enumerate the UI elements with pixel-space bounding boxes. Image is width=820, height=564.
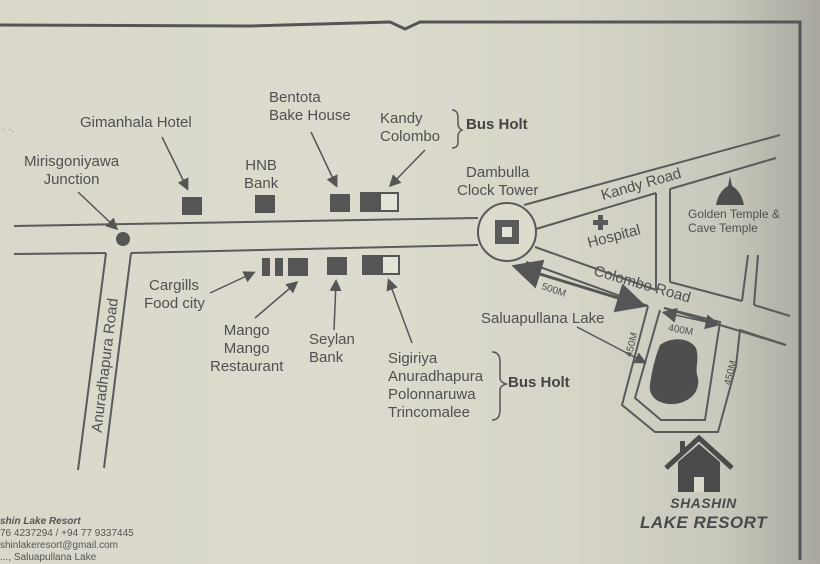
label-mirisgoniyawa: Mirisgoniyawa Junction xyxy=(24,153,119,189)
label-seylan-bank: Seylan Bank xyxy=(309,331,355,367)
main-road xyxy=(13,217,479,255)
brace-bottom xyxy=(491,351,509,421)
kandy-road xyxy=(523,134,781,230)
label-bus-bottom-routes: Sigiriya Anuradhapura Polonnaruwa Trinco… xyxy=(388,350,483,422)
label-bus-top-routes: Kandy Colombo xyxy=(380,110,440,146)
bus-stop-top-marker xyxy=(360,192,399,212)
cargills-marker-2 xyxy=(275,258,283,276)
hospital-icon xyxy=(593,215,608,230)
label-line: Mango xyxy=(223,322,270,339)
brace-top xyxy=(451,109,464,149)
label-line: Junction xyxy=(43,171,100,188)
pointer-bus-bottom xyxy=(386,278,413,344)
label-line: Mirisgoniyawa xyxy=(24,153,120,170)
pointer-seylan xyxy=(329,279,342,331)
page-border xyxy=(0,20,802,560)
label-line: Colombo xyxy=(380,128,441,145)
label-line: Food city xyxy=(144,295,205,312)
pointer-lake xyxy=(576,326,647,364)
footer-phone: 76 4237294 / +94 77 9337445 xyxy=(0,528,134,539)
footer-contact: shin Lake Resort 76 4237294 / +94 77 933… xyxy=(0,516,134,564)
brand-line-2: LAKE RESORT xyxy=(639,513,768,532)
label-mango-restaurant: Mango Mango Restaurant xyxy=(210,322,283,376)
label-line: Anuradhapura xyxy=(388,368,484,385)
pointer-bus-top xyxy=(388,149,426,188)
clock-tower-marker xyxy=(477,202,537,262)
seylan-bank-marker xyxy=(327,257,347,275)
hnb-bank-marker xyxy=(255,195,275,213)
anuradhapura-road xyxy=(77,252,132,471)
label-line: Sigiriya xyxy=(388,350,438,367)
label-clock-tower: Dambulla Clock Tower xyxy=(457,164,538,200)
pointer-mango xyxy=(254,281,299,319)
resort-house-icon xyxy=(664,434,734,492)
label-line: Kandy xyxy=(380,110,423,127)
cargills-marker-1 xyxy=(262,258,270,276)
arrow-400m xyxy=(661,307,721,330)
label-golden-temple: Golden Temple & Cave Temple xyxy=(688,207,780,235)
label-line: Bake House xyxy=(269,107,351,124)
label-line: Bank xyxy=(244,175,279,192)
label-line: HNB xyxy=(245,157,277,174)
gimanhala-hotel-marker xyxy=(182,197,202,215)
label-hnb-bank: HNB Bank xyxy=(244,157,278,193)
label-line: Cave Temple xyxy=(688,221,758,235)
label-line: Bentota xyxy=(269,89,321,106)
label-line: Cargills xyxy=(149,277,200,294)
pointer-cargills xyxy=(209,271,256,294)
label-line: Mango xyxy=(223,340,270,357)
label-line: Bank xyxy=(309,349,344,366)
footer-email: shinlakeresort@gmail.com xyxy=(0,540,118,551)
bentota-bake-house-marker xyxy=(330,194,350,212)
svg-text:· ·.: · ·. xyxy=(2,124,14,135)
temple-icon xyxy=(716,176,744,205)
brand-line-1: SHASHIN xyxy=(670,495,737,511)
pointer-mirisgoniyawa xyxy=(77,191,119,231)
label-gimanhala-hotel: Gimanhala Hotel xyxy=(80,114,192,131)
label-line: Restaurant xyxy=(210,358,284,375)
lake-road xyxy=(620,305,787,433)
label-cargills: Cargills Food city xyxy=(144,277,205,313)
label-line: Dambulla xyxy=(466,164,530,181)
footer-address: ..., Saluapullana Lake xyxy=(0,552,97,563)
label-line: Seylan xyxy=(309,331,355,348)
label-bentota-bake-house: Bentota Bake House xyxy=(269,89,351,125)
label-line: Polonnaruwa xyxy=(388,386,476,403)
label-bus-holt-top: Bus Holt xyxy=(466,116,528,133)
footer-name: shin Lake Resort xyxy=(0,516,81,527)
label-bus-holt-bottom: Bus Holt xyxy=(508,374,570,391)
label-saluapullana-lake: Saluapullana Lake xyxy=(481,310,605,327)
mango-restaurant-marker xyxy=(288,258,308,276)
mirisgoniyawa-junction-marker xyxy=(116,232,130,246)
arrow-500m xyxy=(511,259,647,313)
resort-brand: SHASHIN LAKE RESORT xyxy=(636,494,771,532)
label-line: Clock Tower xyxy=(457,182,539,199)
pointer-bentota xyxy=(310,131,338,188)
label-line: Trincomalee xyxy=(388,404,470,421)
lake-shape xyxy=(649,339,699,405)
label-line: Golden Temple & xyxy=(688,207,780,221)
pointer-gimanhala xyxy=(161,136,189,191)
bus-stop-bottom-marker xyxy=(362,255,400,275)
